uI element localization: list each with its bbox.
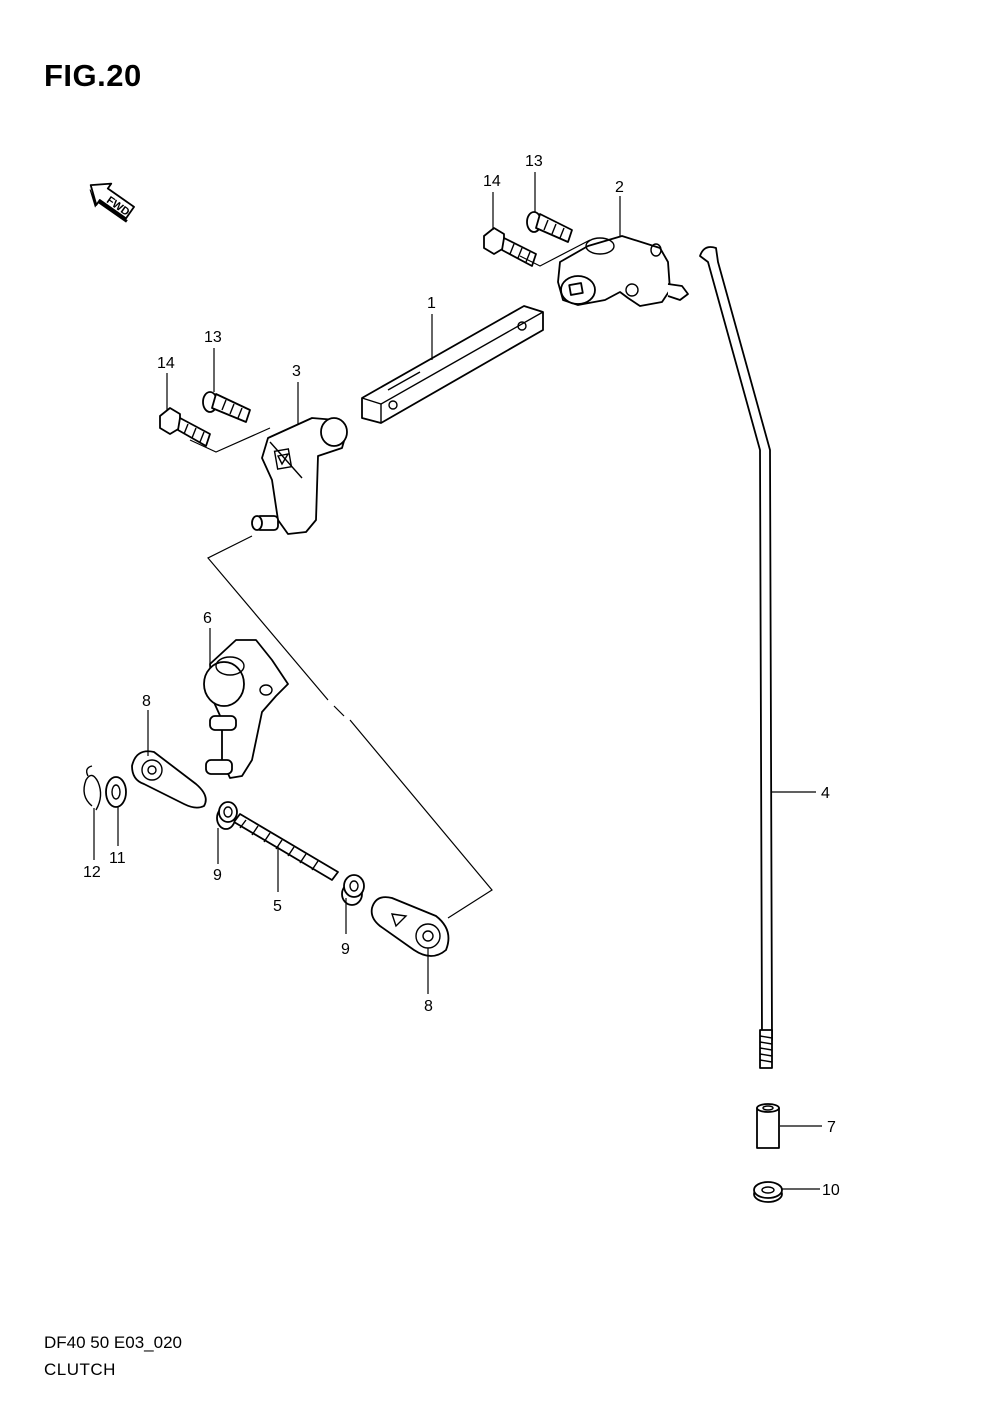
figure-name: CLUTCH — [44, 1360, 116, 1379]
callout-14-lower: 14 — [157, 355, 175, 372]
callout-13-lower: 13 — [204, 329, 222, 346]
callout-7: 7 — [827, 1119, 836, 1136]
callout-labels: 1 2 3 4 5 6 7 8 8 9 9 10 11 12 13 13 14 … — [83, 153, 840, 1199]
callout-8-lower: 8 — [424, 998, 433, 1015]
callout-6: 6 — [203, 610, 212, 627]
callout-10: 10 — [822, 1182, 840, 1199]
part-11-washer — [105, 776, 127, 808]
part-6-bracket — [203, 639, 289, 779]
figure-code: DF40 50 E03_020 — [44, 1333, 182, 1352]
part-5-threaded-rod — [233, 813, 339, 881]
callout-2: 2 — [615, 179, 624, 196]
callout-14-upper: 14 — [483, 173, 501, 190]
part-13-bolt-lower — [202, 391, 251, 423]
part-10-nut — [753, 1181, 783, 1203]
part-13-bolt-upper — [526, 211, 573, 243]
callout-13-upper: 13 — [525, 153, 543, 170]
callout-1: 1 — [427, 295, 436, 312]
part-12-clip — [83, 765, 102, 811]
callout-5: 5 — [273, 898, 282, 915]
callout-9-upper: 9 — [213, 867, 222, 884]
callout-9-lower: 9 — [341, 941, 350, 958]
part-2-bracket — [557, 235, 689, 307]
part-14-bolt-lower — [159, 407, 211, 447]
part-4-rod — [699, 246, 773, 1069]
fwd-arrow-icon: FWD — [89, 182, 135, 223]
assembly-lines — [189, 239, 591, 919]
callout-11: 11 — [109, 850, 126, 867]
part-8-rod-end-lower — [370, 896, 450, 957]
callout-4: 4 — [821, 785, 830, 802]
callout-12: 12 — [83, 864, 101, 881]
part-9-nut-upper — [216, 801, 238, 830]
callout-3: 3 — [292, 363, 301, 380]
part-14-bolt-upper — [483, 227, 537, 267]
figure-title: FIG.20 — [44, 58, 142, 93]
part-1-shaft — [361, 305, 544, 424]
part-3-lever — [251, 417, 348, 535]
callout-8-upper: 8 — [142, 693, 151, 710]
part-8-rod-end-upper — [131, 750, 207, 809]
part-9-nut-lower — [341, 874, 365, 906]
leader-lines — [93, 172, 822, 1190]
part-7-sleeve — [756, 1103, 780, 1149]
